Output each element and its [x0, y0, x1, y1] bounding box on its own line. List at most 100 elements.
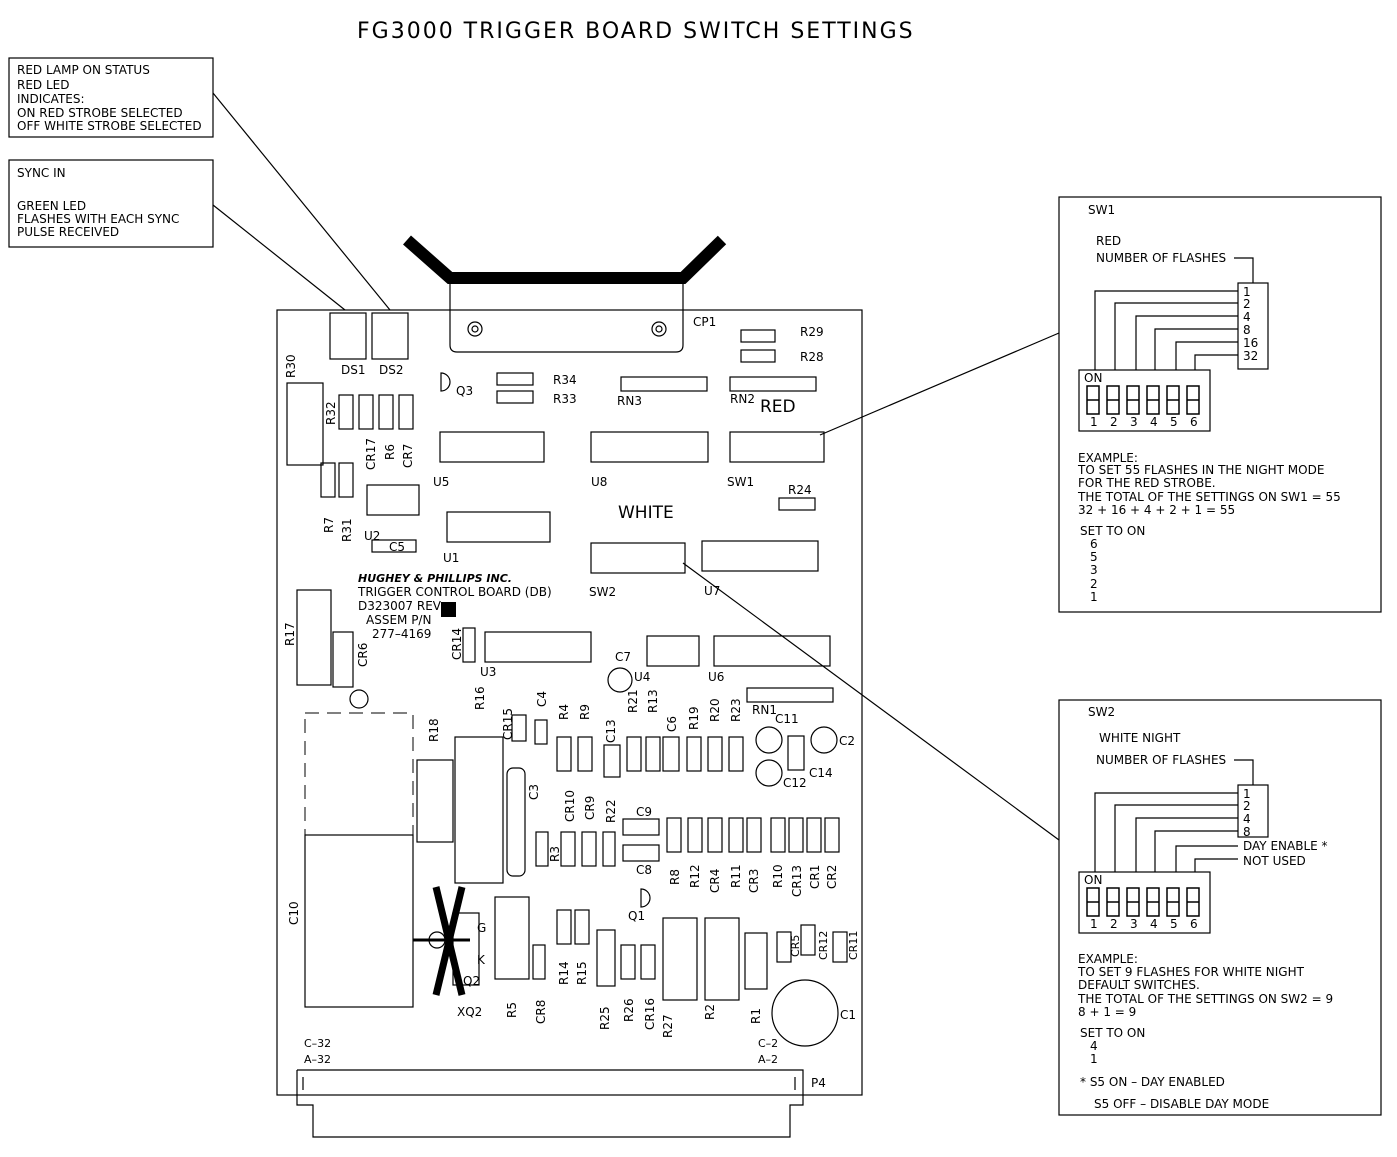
r1-label: R1 — [749, 1008, 763, 1024]
c13-label: C13 — [604, 719, 618, 743]
diagram-title: FG3000 TRIGGER BOARD SWITCH SETTINGS — [357, 19, 915, 44]
sw1-example-line: FOR THE RED STROBE. — [1078, 476, 1216, 490]
cr2-label: CR2 — [825, 865, 839, 889]
c10-capacitor — [304, 834, 414, 1008]
c1-capacitor — [771, 979, 839, 1047]
cr13-label: CR13 — [790, 865, 804, 897]
sw2-footnote: * S5 ON – DAY ENABLED — [1080, 1075, 1225, 1089]
sw1-value: 2 — [1243, 297, 1251, 311]
u5-label: U5 — [433, 475, 449, 489]
sw1-set-on-value: 1 — [1090, 590, 1098, 604]
sw2-not-used-label: NOT USED — [1243, 854, 1306, 868]
sw2-value: 1 — [1243, 787, 1251, 801]
cr13-diode — [788, 817, 804, 853]
r18-resistor — [416, 759, 454, 843]
u4-ic — [646, 635, 700, 667]
sw1-example-line: EXAMPLE: — [1078, 451, 1138, 465]
cr10-diode — [560, 831, 576, 867]
r6-label: R6 — [383, 444, 397, 460]
r31-resistor — [338, 462, 354, 498]
r9-resistor — [577, 736, 593, 772]
note-line: GREEN LED — [17, 199, 86, 213]
r28-label: R28 — [800, 350, 824, 364]
note-line: INDICATES: — [17, 92, 85, 106]
r26-label: R26 — [622, 998, 636, 1022]
a32-label: A–32 — [304, 1053, 331, 1066]
c6-capacitor — [662, 736, 680, 772]
u5-ic — [439, 431, 545, 463]
u7-ic — [701, 540, 819, 572]
r3-label: R3 — [548, 846, 562, 862]
cr12-diode — [800, 924, 816, 956]
c1-label: C1 — [840, 1008, 856, 1022]
r25-label: R25 — [598, 1006, 612, 1030]
c8-label: C8 — [636, 863, 652, 877]
cr4-label: CR4 — [708, 869, 722, 893]
r13-resistor — [645, 736, 661, 772]
c11-capacitor — [755, 726, 783, 754]
cr3-label: CR3 — [747, 869, 761, 893]
r4-resistor — [556, 736, 572, 772]
r12-resistor — [687, 817, 703, 853]
q2-label: Q2 — [463, 974, 480, 988]
cr3-diode — [746, 817, 762, 853]
r17-resistor — [296, 589, 332, 686]
c5-label: C5 — [389, 540, 405, 554]
sw2-value: 8 — [1243, 825, 1251, 839]
c12-capacitor — [755, 759, 783, 787]
sw2-dip-switch — [1078, 871, 1211, 934]
sw1-caption-line: RED — [1096, 234, 1121, 248]
cp1-handle — [403, 235, 727, 353]
u2-label: U2 — [364, 529, 380, 543]
u6-label: U6 — [708, 670, 724, 684]
assem-label: ASSEM P/N — [366, 613, 431, 627]
r2-resistor — [704, 917, 740, 1001]
u2-ic — [366, 484, 420, 516]
r23-resistor — [728, 736, 744, 772]
c12-label: C12 — [783, 776, 807, 790]
r22-label: R22 — [604, 799, 618, 823]
u1-ic — [446, 511, 551, 543]
cr4-diode — [707, 817, 723, 853]
product-label: TRIGGER CONTROL BOARD (DB) — [357, 585, 552, 599]
sw1-number: 5 — [1170, 415, 1178, 429]
r7-resistor — [320, 462, 336, 498]
r25-resistor — [596, 929, 616, 987]
cr6-label: CR6 — [356, 643, 370, 667]
r23-label: R23 — [729, 698, 743, 722]
p4-label: P4 — [811, 1076, 826, 1090]
c7-label: C7 — [615, 650, 631, 664]
sw1-set-on-value: 2 — [1090, 577, 1098, 591]
sw1-number: 3 — [1130, 415, 1138, 429]
cr1-diode — [806, 817, 822, 853]
r32-label: R32 — [324, 401, 338, 425]
sw1-example-line: TO SET 55 FLASHES IN THE NIGHT MODE — [1077, 463, 1324, 477]
u3-label: U3 — [480, 665, 496, 679]
sw1-set-on-value: 6 — [1090, 537, 1098, 551]
r20-resistor — [707, 736, 723, 772]
r4-label: R4 — [557, 704, 571, 720]
part-rev-label: D323007 REV — [358, 599, 442, 613]
r10-label: R10 — [771, 864, 785, 888]
sw1-set-on-value: 3 — [1090, 563, 1098, 577]
r11-resistor — [728, 817, 744, 853]
sw1-number: 1 — [1090, 415, 1098, 429]
sw2-value: 2 — [1243, 799, 1251, 813]
rn2-network — [729, 376, 817, 392]
p4-connector — [296, 1069, 804, 1138]
sw1-header: SW1 — [1088, 203, 1115, 217]
leader-line — [682, 562, 1060, 841]
red-lamp-note: RED LAMP ON STATUS RED LED INDICATES: ON… — [8, 57, 214, 138]
u3-ic — [484, 631, 592, 663]
r34-resistor — [496, 372, 534, 386]
r19-label: R19 — [687, 706, 701, 730]
sw2-example-line: EXAMPLE: — [1078, 952, 1138, 966]
r5-resistor — [494, 896, 530, 980]
cr11-diode — [832, 931, 848, 963]
r29-label: R29 — [800, 325, 824, 339]
r22-resistor — [602, 831, 616, 867]
r21-label: R21 — [626, 689, 640, 713]
cr9-label: CR9 — [583, 796, 597, 820]
rn1-label: RN1 — [752, 703, 777, 717]
r24-resistor — [778, 497, 816, 511]
